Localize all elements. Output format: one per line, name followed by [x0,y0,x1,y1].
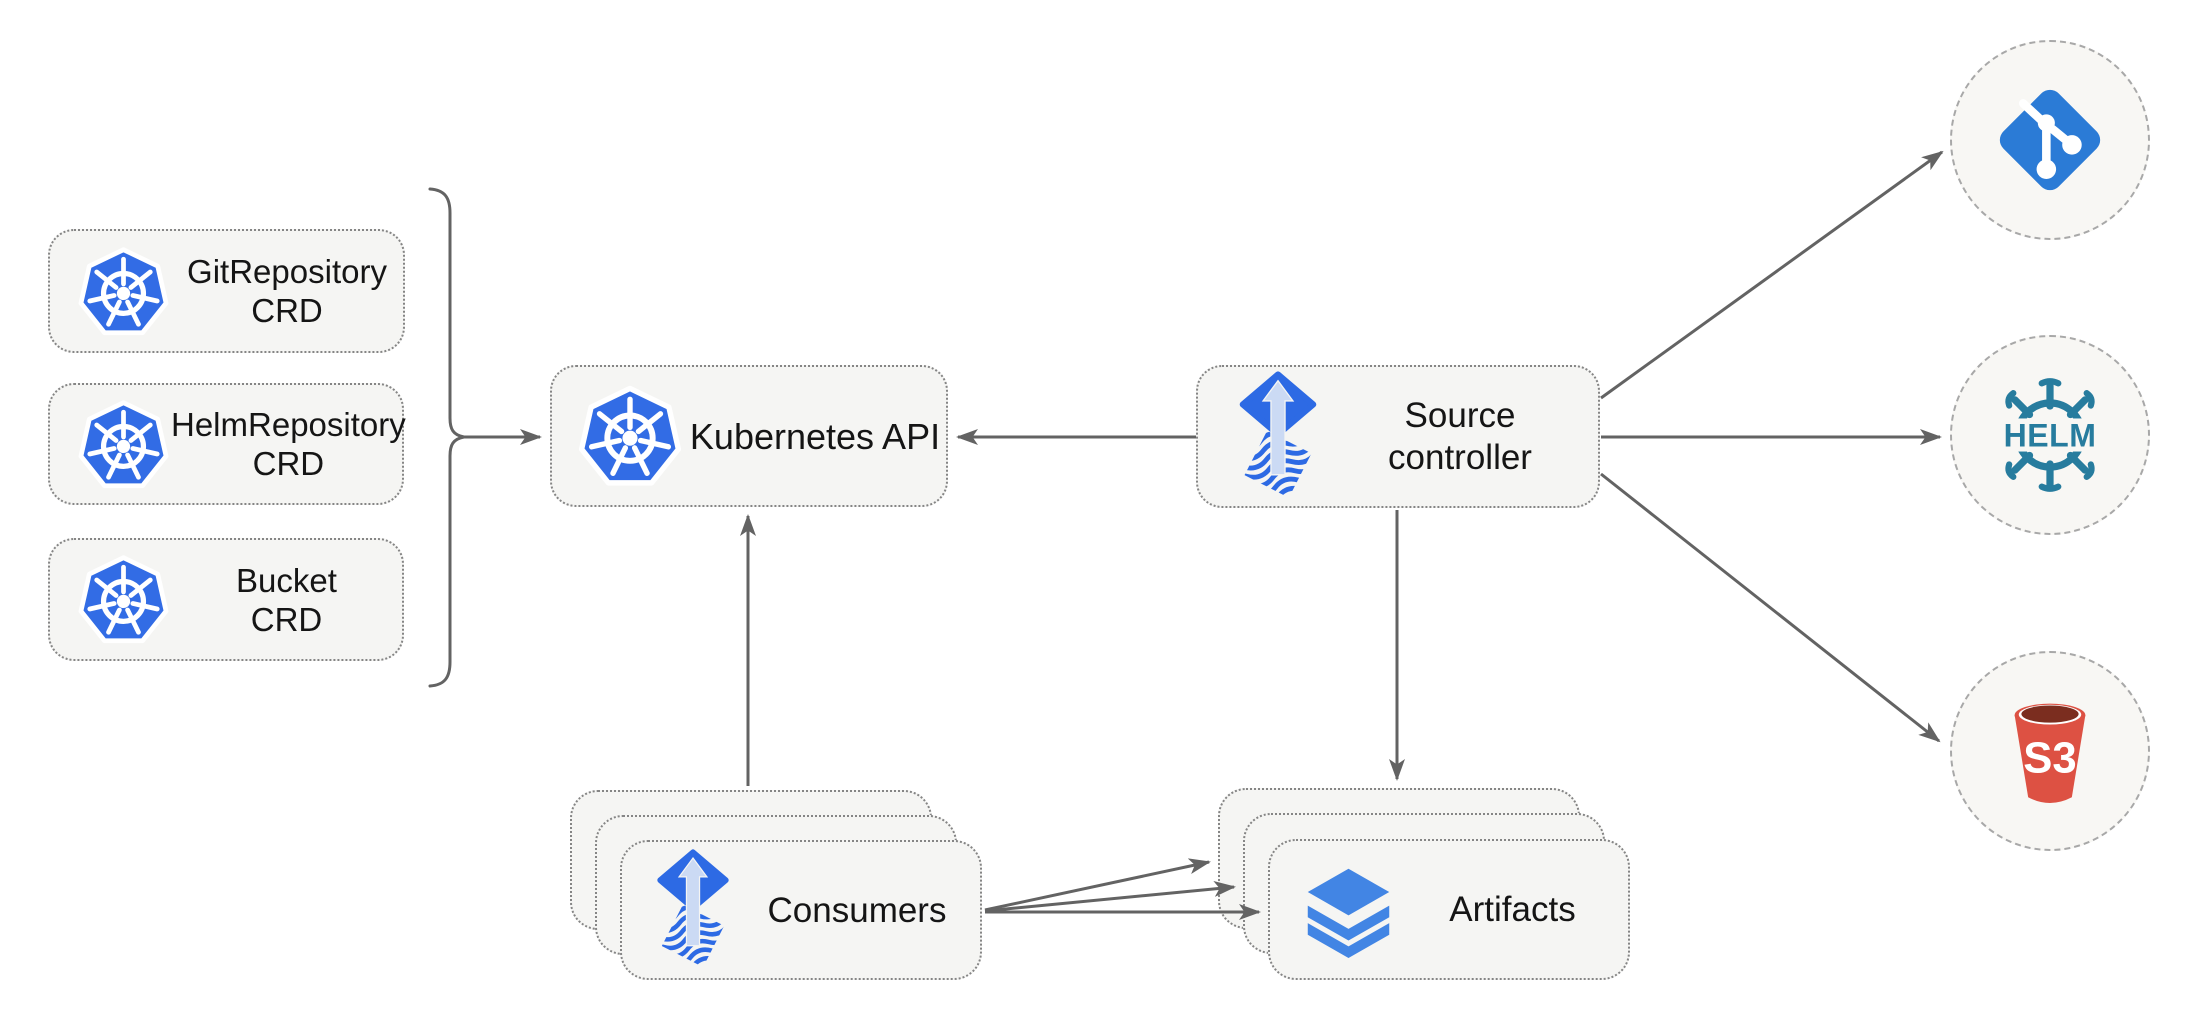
flux-source-icon [652,849,734,972]
edge-source-controller-to-s3 [1600,472,1941,743]
kubernetes-icon [76,552,171,647]
helm-icon: HELM [1988,373,2112,497]
helm-logo-text: HELM [2004,417,2097,453]
crd-grouping-bracket [428,187,465,688]
edge-consumers-to-artifacts-middle [984,880,1236,913]
node-gitrepository-crd: GitRepository CRD [48,229,405,353]
kubernetes-icon [76,244,171,339]
kubernetes-icon [576,382,684,490]
node-helm-endpoint: HELM [1950,335,2150,535]
node-kubernetes-api: Kubernetes API [550,365,948,507]
git-icon [1989,79,2111,201]
edge-consumers-to-artifacts-back [984,858,1211,912]
s3-bucket-icon: S3 [1998,694,2102,809]
node-label: HelmRepository [171,406,406,443]
layers-icon [1300,861,1397,958]
flux-source-icon [1234,371,1322,503]
node-label: CRD [251,292,323,329]
node-label: GitRepository [187,253,387,290]
node-consumers: Consumers [620,840,982,980]
node-label: CRD [250,600,323,638]
node-helmrepository-crd: HelmRepository CRD [48,383,406,505]
node-source-controller: Source controller [1196,365,1600,508]
node-label: Source [1404,395,1516,435]
node-bucket-crd: Bucket CRD [48,538,404,661]
node-label: Consumers [767,890,947,930]
edge-source-controller-to-git [1600,150,1944,400]
kubernetes-icon [76,397,171,492]
node-label: controller [1388,437,1532,477]
s3-logo-text: S3 [2023,733,2076,782]
node-label: Bucket [236,561,337,599]
node-s3-endpoint: S3 [1950,651,2150,851]
node-artifacts: Artifacts [1268,839,1630,980]
node-label: CRD [252,445,325,482]
node-label: Artifacts [1449,890,1576,929]
node-git-endpoint [1950,40,2150,240]
node-label: Kubernetes API [689,415,941,457]
